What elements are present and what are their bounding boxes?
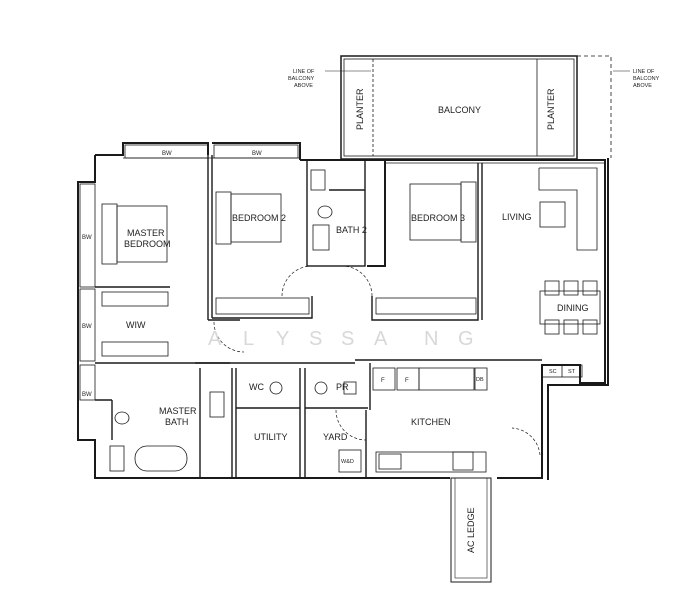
- balcony-annotations: LINE OF BALCONY ABOVE LINE OF BALCONY AB…: [288, 69, 660, 89]
- svg-text:BW: BW: [252, 151, 262, 157]
- fixture-labels: BW BW BW BW BW F F DB W&D SC ST: [82, 151, 576, 465]
- watermark: A L Y S S A N G: [208, 328, 474, 350]
- svg-text:LINE OF: LINE OF: [633, 69, 655, 75]
- svg-text:A: A: [374, 328, 388, 350]
- ac-ledge: [450, 477, 492, 583]
- label-living: LIVING: [502, 212, 532, 222]
- label-ac-ledge: AC LEDGE: [466, 507, 476, 553]
- interior-walls: [95, 155, 542, 478]
- exterior-walls: [77, 142, 609, 480]
- label-kitchen: KITCHEN: [411, 417, 451, 427]
- label-bath-2: BATH 2: [336, 225, 367, 235]
- svg-text:S: S: [341, 328, 354, 350]
- label-master-bath-2: BATH: [165, 417, 188, 427]
- label-planter-right: PLANTER: [546, 88, 556, 130]
- svg-text:LINE OF: LINE OF: [293, 69, 315, 75]
- label-dining: DINING: [557, 303, 589, 313]
- svg-text:DB: DB: [476, 377, 484, 383]
- svg-text:ABOVE: ABOVE: [633, 83, 652, 89]
- svg-text:L: L: [243, 328, 254, 350]
- door-swings: [213, 265, 541, 456]
- label-planter-left: PLANTER: [355, 88, 365, 130]
- svg-text:Y: Y: [276, 328, 289, 350]
- svg-text:F: F: [381, 378, 385, 384]
- svg-text:BW: BW: [82, 392, 92, 398]
- label-master-bedroom-1: MASTER: [127, 228, 165, 238]
- svg-text:S: S: [309, 328, 322, 350]
- svg-text:ST: ST: [568, 369, 576, 375]
- room-labels: BALCONY PLANTER PLANTER MASTER BEDROOM B…: [124, 88, 589, 553]
- svg-text:F: F: [405, 378, 409, 384]
- label-pr: PR: [336, 382, 349, 392]
- svg-text:BW: BW: [82, 324, 92, 330]
- kitchen-fixtures: [338, 367, 488, 473]
- svg-text:BW: BW: [162, 151, 172, 157]
- svg-text:A: A: [208, 328, 222, 350]
- label-wc: WC: [249, 382, 264, 392]
- svg-text:BW: BW: [82, 235, 92, 241]
- bath-fixtures: [109, 169, 357, 472]
- living-furniture: [538, 167, 601, 378]
- label-bedroom-2: BEDROOM 2: [232, 213, 286, 223]
- svg-text:W&D: W&D: [341, 459, 354, 465]
- label-wiw: WIW: [126, 320, 146, 330]
- wardrobes: [79, 144, 477, 401]
- label-balcony: BALCONY: [438, 105, 481, 115]
- svg-text:N: N: [424, 328, 438, 350]
- label-master-bath-1: MASTER: [159, 406, 197, 416]
- svg-text:ABOVE: ABOVE: [294, 83, 313, 89]
- svg-text:SC: SC: [549, 369, 557, 375]
- svg-text:G: G: [458, 328, 474, 350]
- svg-text:BALCONY: BALCONY: [633, 76, 660, 82]
- beds: [101, 181, 477, 265]
- svg-text:BALCONY: BALCONY: [288, 76, 315, 82]
- label-utility: UTILITY: [254, 432, 288, 442]
- label-yard: YARD: [323, 432, 348, 442]
- label-master-bedroom-2: BEDROOM: [124, 239, 171, 249]
- label-bedroom-3: BEDROOM 3: [411, 213, 465, 223]
